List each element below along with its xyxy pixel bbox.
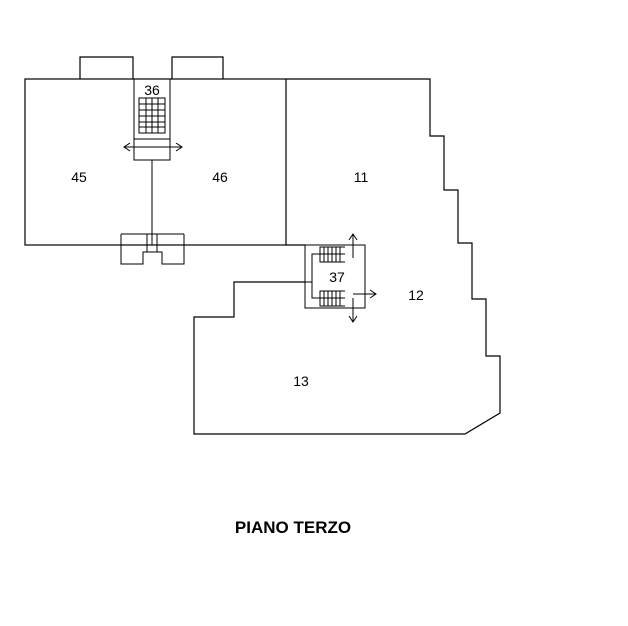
right-block-outline (193, 78, 501, 435)
plan-title: PIANO TERZO (235, 518, 351, 537)
stair-37-arrows-icon (348, 233, 377, 323)
stair-36-arrow-icon (123, 142, 183, 152)
stair-36-label: 36 (144, 82, 160, 98)
balcony-right (171, 56, 224, 79)
balcony-left (79, 56, 134, 79)
bottom-step-element (120, 233, 185, 265)
room-12-label: 12 (408, 287, 424, 303)
room-46-label: 46 (212, 169, 228, 185)
stair-37-box (304, 244, 366, 309)
stair-37-treads (305, 246, 345, 307)
stair-36-treads (134, 97, 170, 140)
stair-37-label: 37 (329, 269, 345, 285)
room-11-label: 11 (354, 169, 369, 185)
room-13-label: 13 (293, 373, 309, 389)
room-45-label: 45 (71, 169, 87, 185)
